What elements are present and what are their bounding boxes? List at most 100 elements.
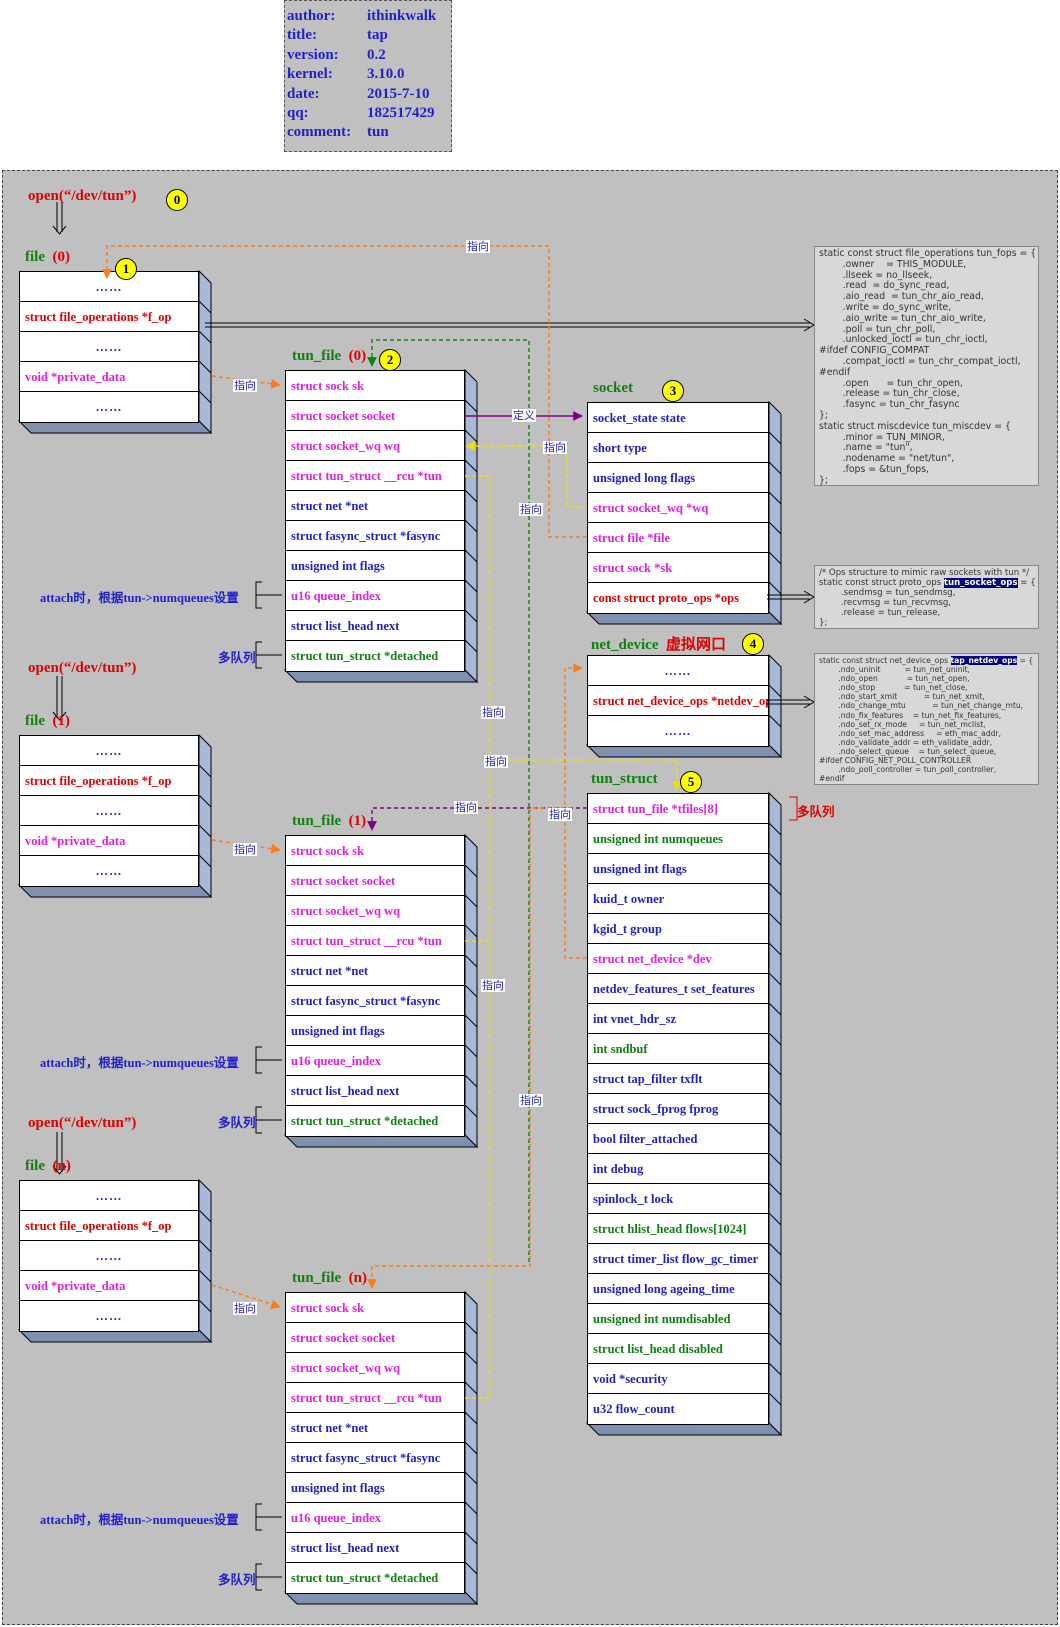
code-netdev-ops-line: .ndo_uninit = tun_net_uninit,: [819, 665, 971, 675]
open-label-0: open(“/dev/tun”): [28, 188, 137, 204]
tun-struct-box-row: unsigned int numdisabled: [588, 1304, 768, 1334]
box-row-edge: [768, 882, 782, 896]
tun-file-box-2-row: struct tun_struct __rcu *tun: [286, 1383, 464, 1413]
code-tun-fops-line: .nodename = "net/tun",: [819, 453, 955, 465]
box-row-edge: [198, 1209, 212, 1223]
code-tun-fops-line: .open = tun_chr_open,: [819, 377, 963, 389]
socket-box-row: unsigned long flags: [588, 463, 768, 493]
meta-row: title:tap: [287, 27, 388, 44]
box-row-edge: [768, 972, 782, 986]
box-row-edge: [464, 1411, 478, 1425]
code-netdev-ops-line: .ndo_change_mtu = tun_net_change_mtu,: [819, 701, 1024, 711]
hl-socket-ops: tun_socket_ops: [943, 578, 1018, 589]
file-box-1-row: void *private_data: [20, 826, 198, 856]
code-tun-fops-line: .poll = tun_chr_poll,: [819, 323, 936, 335]
box-side: [768, 400, 782, 626]
box-row-edge: [768, 1362, 782, 1376]
tun-file-box-0-row: u16 queue_index: [286, 581, 464, 611]
code-tun-fops-line: #endif: [819, 366, 851, 378]
box-row-edge: [768, 1122, 782, 1136]
tun-file-box-2-row: struct net *net: [286, 1413, 464, 1443]
tun-struct-box-row: int sndbuf: [588, 1034, 768, 1064]
box-row-edge: [768, 1032, 782, 1046]
box-row-edge: [464, 1441, 478, 1455]
code-proto-ops-line: /* Ops structure to mimic raw sockets wi…: [819, 568, 1030, 578]
file-box-1-row: struct file_operations *f_op: [20, 766, 198, 796]
file-box-0-row: ……: [95, 400, 123, 414]
file-box-2-row: ……: [95, 1309, 123, 1323]
code-tun-fops-line: .name = "tun",: [819, 442, 913, 454]
box-row-edge: [464, 1501, 478, 1515]
box-depth: [17, 1178, 213, 1344]
box-row-edge: [464, 1531, 478, 1545]
tun-struct-box-row: struct sock_fprog fprog: [588, 1094, 768, 1124]
tun-file-box-1-row: struct socket socket: [286, 866, 464, 896]
attach-label: attach时，根据tun->numqueues设置: [40, 1056, 239, 1070]
code-netdev-ops-line: };: [819, 783, 1034, 784]
tun-struct-box-row: unsigned long ageing_time: [588, 1274, 768, 1304]
step-badge-0: 0: [166, 189, 188, 211]
arrow-label-9: 指向: [233, 843, 257, 856]
code-tun-fops-line: .llseek = no_llseek,: [819, 269, 933, 281]
code-tun-fops-line: #ifdef CONFIG_COMPAT: [819, 345, 930, 357]
box-row-edge: [768, 1332, 782, 1346]
tun-struct-box-row: unsigned int numqueues: [588, 824, 768, 854]
code-proto-ops-line: };: [819, 618, 828, 629]
tun-struct-box-row: bool filter_attached: [588, 1124, 768, 1154]
code-tun-fops-line: .minor = TUN_MINOR,: [819, 431, 945, 443]
tun-struct-multiqueue-label: 多队列: [797, 805, 835, 819]
multiqueue-label: 多队列: [218, 1573, 256, 1587]
multiqueue-label: 多队列: [218, 1116, 256, 1130]
tun-file-box-1-row: struct list_head next: [286, 1076, 464, 1106]
meta-row: date:2015-7-10: [287, 85, 430, 102]
file-title-2: file (n): [25, 1158, 71, 1175]
tun-file-index: (n): [348, 1270, 368, 1286]
tun-file-index: (1): [348, 813, 367, 829]
file-title: file: [25, 713, 45, 729]
tun-file-box-2-row: struct sock sk: [286, 1293, 464, 1323]
arrow-label-11: 指向: [519, 1094, 543, 1107]
file-box-2-row: ……: [20, 1181, 198, 1211]
tun-file-box-1-row: struct fasync_struct *fasync: [286, 986, 464, 1016]
tun-file-box-2-row: struct fasync_struct *fasync: [286, 1443, 464, 1473]
code-netdev-ops-line: #endif: [819, 774, 845, 784]
code-tun-fops-line: .read = do_sync_read,: [819, 280, 950, 292]
box-row-edge: [768, 942, 782, 956]
socket-title: socket: [593, 380, 633, 397]
code-tun-fops-line: static struct miscdevice tun_miscdev = {: [819, 420, 1011, 432]
code-tun-fops-line: .owner = THIS_MODULE,: [819, 258, 967, 270]
hl-netdev-ops: tap_netdev_ops: [950, 656, 1018, 665]
tun-file-box-1-row: struct sock sk: [286, 836, 464, 866]
tun-struct-box-row: kgid_t group: [588, 914, 768, 944]
box-row-edge: [768, 1062, 782, 1076]
code-proto-ops-line: static const struct proto_ops tun_socket…: [819, 578, 1036, 589]
code-tun-fops-line: };: [819, 474, 829, 486]
code-tun-fops-line: .write = do_sync_write,: [819, 301, 952, 313]
file-box-2-row: struct file_operations *f_op: [20, 1211, 198, 1241]
tun-file-box-0-row: struct tun_struct *detached: [291, 649, 439, 663]
tun-file-box-0-row: struct tun_struct __rcu *tun: [286, 461, 464, 491]
step-badge-5: 5: [680, 771, 702, 793]
tun-struct-box-row: struct list_head disabled: [588, 1334, 768, 1364]
box-row-edge: [464, 1561, 478, 1575]
box-side: [198, 1178, 212, 1344]
tun-file-box-0-row: struct socket socket: [286, 401, 464, 431]
box-row-edge: [768, 1152, 782, 1166]
meta-row: version:0.2: [287, 46, 386, 63]
tun-file-box-0-row: struct sock sk: [286, 371, 464, 401]
code-proto-ops-line: .recvmsg = tun_recvmsg,: [819, 598, 952, 609]
file-box-2-row: ……: [20, 1241, 198, 1271]
net-device-box-row: ……: [664, 724, 692, 738]
tun-file-box-1-row: unsigned int flags: [286, 1016, 464, 1046]
file-box-1-row: ……: [20, 736, 198, 766]
code-netdev-ops-line: .ndo_poll_controller = tun_poll_controll…: [819, 765, 997, 775]
box-row-edge: [768, 1392, 782, 1406]
code-tun-fops-line: static const struct file_operations tun_…: [819, 248, 1037, 259]
box-depth: [585, 791, 783, 1437]
file-box-1: ……struct file_operations *f_op……void *pr…: [19, 735, 199, 887]
code-proto-ops: /* Ops structure to mimic raw sockets wi…: [814, 565, 1039, 629]
file-title-0: file (0): [25, 249, 70, 266]
net-device-title: net_device: [591, 637, 659, 653]
